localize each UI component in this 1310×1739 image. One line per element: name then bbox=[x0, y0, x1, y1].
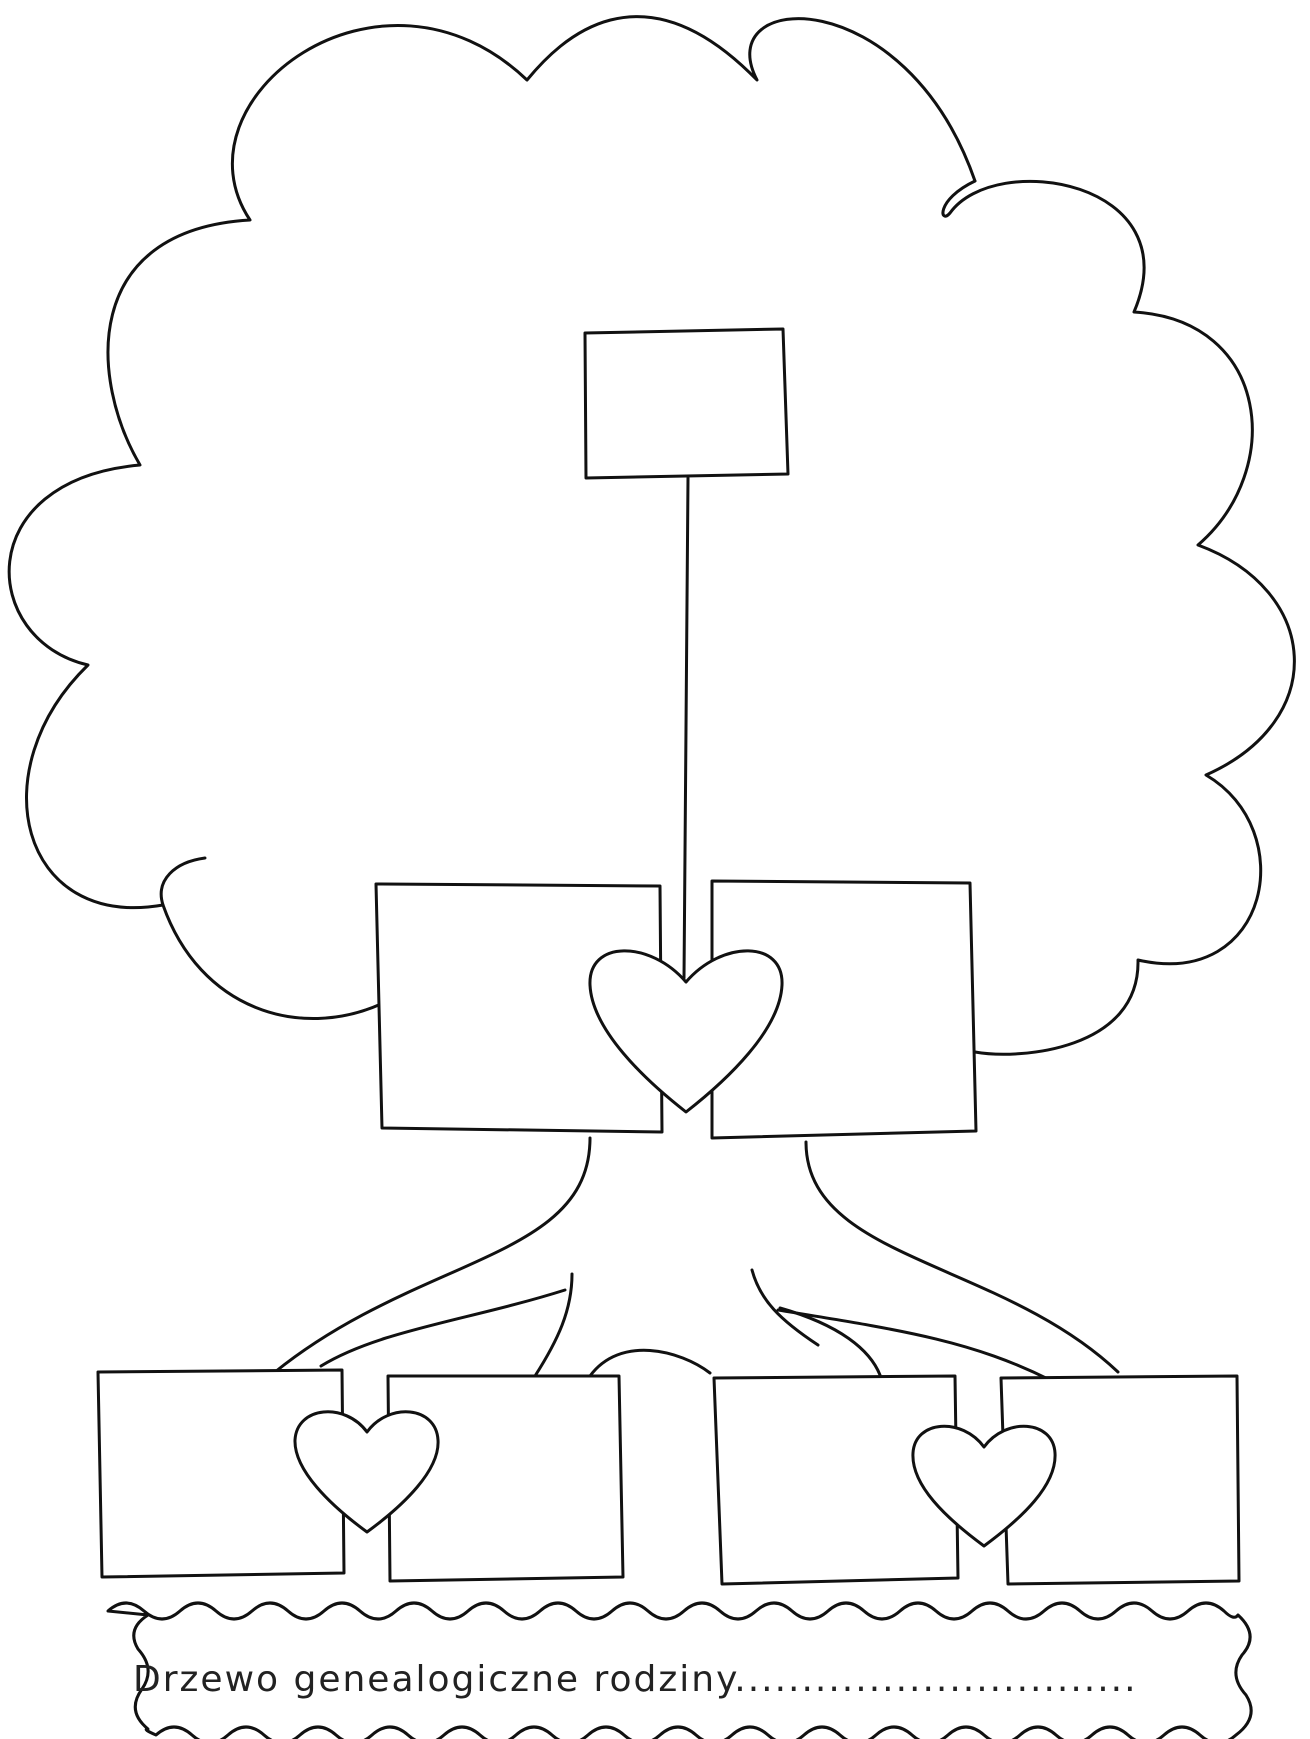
top-connector-line bbox=[684, 478, 688, 978]
top-name-box[interactable] bbox=[585, 329, 788, 478]
tree-trunk-roots bbox=[275, 1138, 1118, 1380]
worksheet-title: Drzewo genealogiczne rodziny............… bbox=[133, 1659, 1138, 1700]
